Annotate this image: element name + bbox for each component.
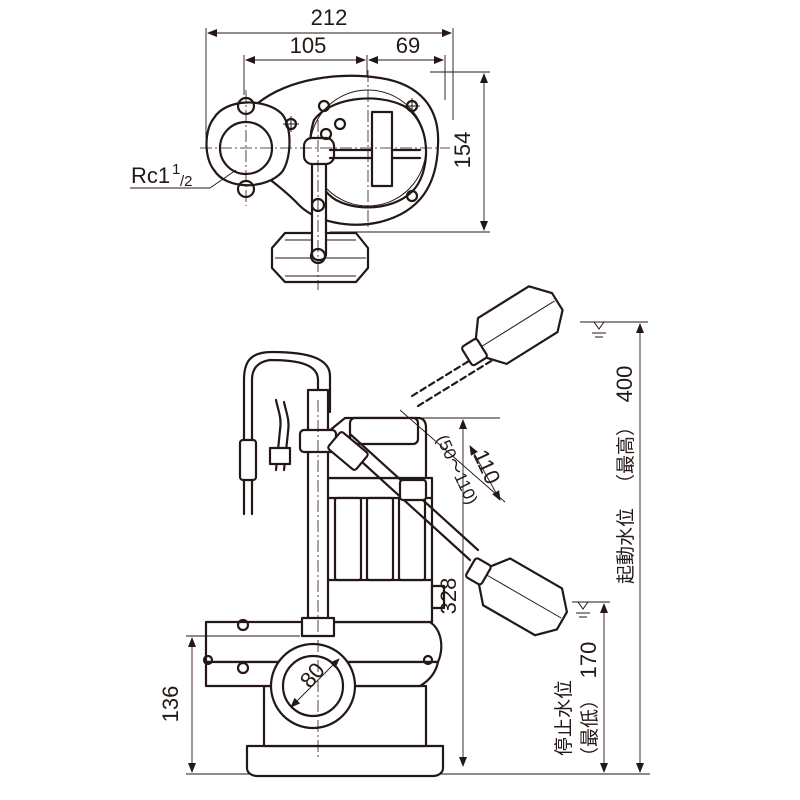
dim-stop-level: 170 <box>576 642 601 679</box>
thread-label-sub: /2 <box>180 173 193 190</box>
water-level-symbol-low <box>572 601 610 618</box>
bolt-holes <box>283 98 420 203</box>
dim-width-total: 212 <box>311 5 348 30</box>
handle-side <box>348 416 420 446</box>
float-lower <box>465 557 569 637</box>
label-stop-level: 停止水位 <box>553 680 575 756</box>
thread-label: Rc1 <box>131 163 170 188</box>
dim-pump-height: 328 <box>436 578 461 615</box>
dim-width-right: 69 <box>396 33 420 58</box>
handle-top <box>370 110 394 188</box>
dim-height: 154 <box>450 132 475 169</box>
dim-outlet-height: 136 <box>158 686 183 723</box>
pump-base <box>245 744 445 778</box>
dim-float-range: (50～110) <box>433 432 482 507</box>
water-level-symbol-high <box>580 321 648 338</box>
label-stop-level-note: （最低） <box>579 690 601 766</box>
dim-start-level: 400 <box>612 366 637 403</box>
label-start-level: 起動水位 <box>615 508 637 584</box>
side-view: 80 <box>158 285 650 778</box>
plug <box>238 438 258 482</box>
thread-label-sup: 1 <box>172 161 180 178</box>
float-upper <box>461 285 564 367</box>
top-view: 212 105 69 154 <box>130 5 490 290</box>
power-cable <box>250 358 320 442</box>
dim-width-left: 105 <box>290 33 327 58</box>
label-start-level-note: （最高） <box>615 417 637 493</box>
